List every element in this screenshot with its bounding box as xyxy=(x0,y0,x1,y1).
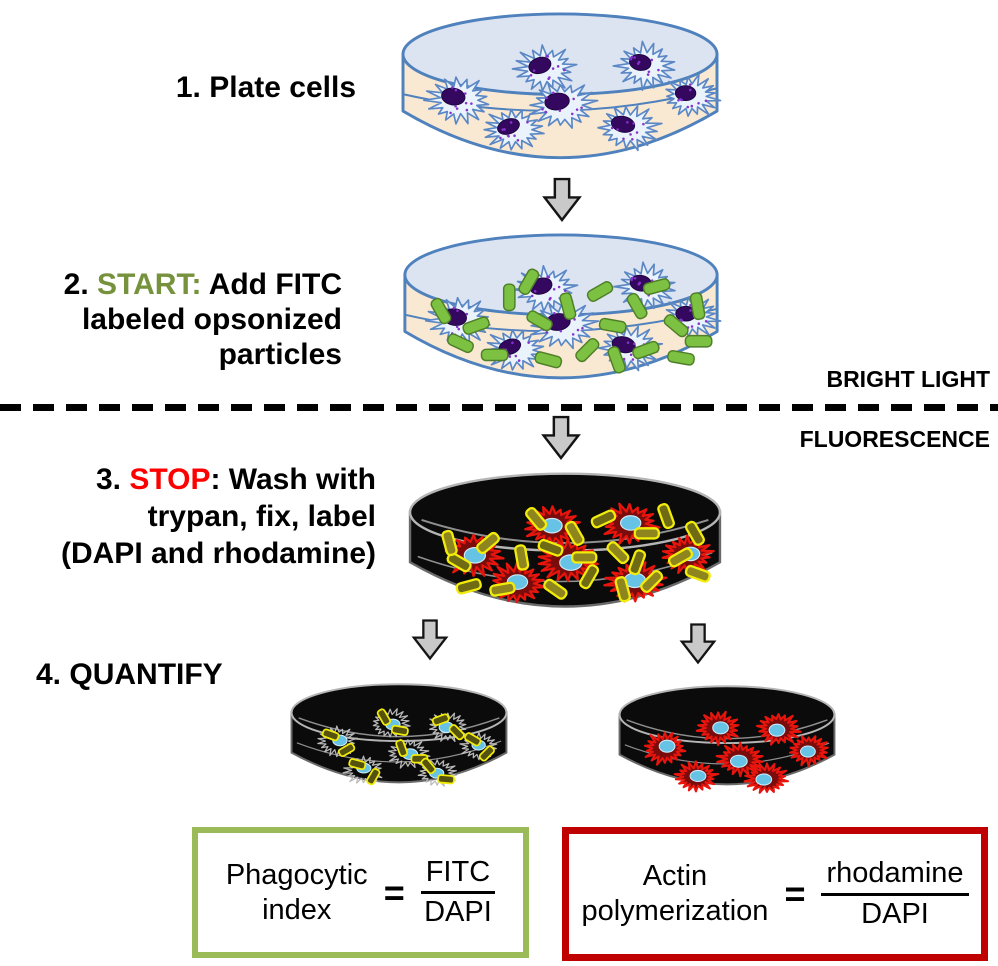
step-2-line-2: labeled opsonized xyxy=(81,303,342,336)
rhodamine-dapi-fraction: rhodamine DAPI xyxy=(821,857,969,931)
step-3-line-2: trypan, fix, label xyxy=(147,500,376,533)
fraction-denominator: DAPI xyxy=(424,896,492,928)
equals-sign: = xyxy=(383,871,405,913)
down-arrow-icon xyxy=(542,177,582,222)
down-arrow-icon xyxy=(679,623,717,665)
fraction-numerator: FITC xyxy=(420,856,496,894)
down-arrow-icon xyxy=(541,415,581,460)
step-2-line-3: particles xyxy=(218,338,342,371)
step-2-label: 2. START: Add FITC labeled opsonized par… xyxy=(8,267,342,372)
step-4-text: QUANTIFY xyxy=(69,658,223,691)
fraction-denominator: DAPI xyxy=(861,897,929,930)
step-3-line-1: 3. STOP: Wash with xyxy=(95,463,376,496)
fitc-dapi-fraction: FITC DAPI xyxy=(420,856,496,930)
actin-polymerization-formula-box: Actin polymerization = rhodamine DAPI xyxy=(562,827,988,961)
step-1-label: 1. Plate cells xyxy=(18,70,356,106)
actin-term: Actin polymerization xyxy=(581,860,769,927)
step-1-number: 1. xyxy=(175,71,210,104)
equals-sign: = xyxy=(784,873,806,914)
step-1-text: Plate cells xyxy=(209,71,356,104)
phagocytic-term: Phagocytic index xyxy=(225,858,368,926)
stop-keyword: STOP xyxy=(129,463,211,496)
step-3-label: 3. STOP: Wash with trypan, fix, label (D… xyxy=(0,461,376,572)
petri-dish-fitc-channel-illustration xyxy=(290,683,508,787)
step-4-label: 4. QUANTIFY xyxy=(36,658,223,691)
fluorescence-label: FLUORESCENCE xyxy=(799,426,990,452)
fraction-numerator: rhodamine xyxy=(821,857,969,896)
petri-dish-fluorescent-labeled-illustration xyxy=(408,472,722,608)
petri-dish-rhodamine-channel-illustration xyxy=(618,685,836,794)
down-arrow-icon xyxy=(411,619,449,661)
step-2-line-1: 2. START: Add FITC xyxy=(63,268,342,301)
phagocytic-index-formula-box: Phagocytic index = FITC DAPI xyxy=(192,827,529,958)
phase-divider-dashed-line xyxy=(0,404,998,411)
step-3-line-3: (DAPI and rhodamine) xyxy=(60,537,376,570)
petri-dish-plated-cells-illustration xyxy=(401,12,722,160)
bright-light-label: BRIGHT LIGHT xyxy=(826,366,990,392)
petri-dish-fitc-particles-illustration xyxy=(403,233,722,380)
start-keyword: START: xyxy=(97,268,202,301)
